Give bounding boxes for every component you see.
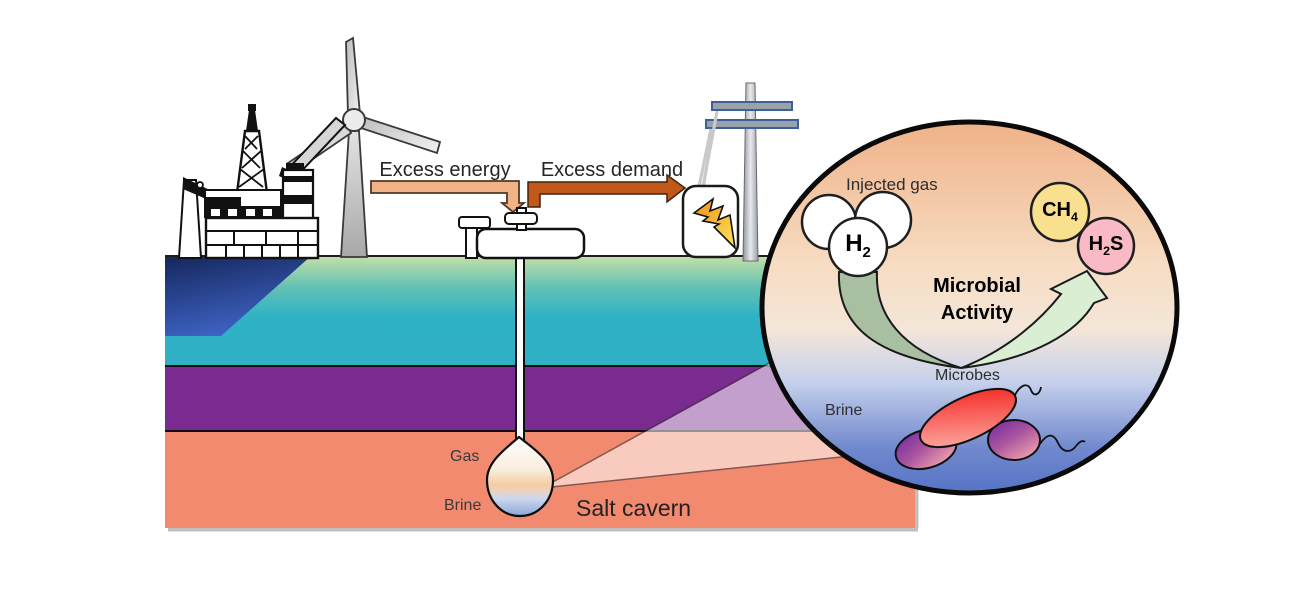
electricity-demand-box	[681, 184, 740, 259]
cavern-gas-label: Gas	[450, 448, 480, 465]
lightning-bolt-icon	[692, 197, 737, 251]
h2-label: H2	[828, 230, 888, 261]
excess-energy-arrow	[370, 180, 527, 214]
h2s-symbol: H	[1088, 233, 1104, 255]
salt-cavern-shape	[485, 435, 555, 518]
h2s-bubble	[1076, 216, 1136, 276]
h2s-subscript: 2	[1103, 244, 1110, 258]
ch4-symbol: CH	[1042, 199, 1071, 221]
microbial-activity-line1: Microbial	[933, 275, 1021, 297]
microbe-cells-icon	[894, 384, 1086, 471]
ch4-subscript: 4	[1070, 210, 1078, 224]
microbial-activity-line2: Activity	[940, 302, 1014, 324]
ch4-bubble	[1029, 181, 1091, 243]
transmission-tower-icon	[697, 82, 799, 262]
cavern-brine-label: Brine	[444, 497, 482, 514]
well-pipe	[515, 249, 525, 446]
gas-production-arrow	[960, 269, 1109, 369]
microbial-activity-inset	[759, 119, 1180, 496]
red-microbe	[919, 387, 1017, 449]
power-wire	[697, 128, 713, 188]
h2-subscript: 2	[862, 244, 871, 261]
injected-gas-label: Injected gas	[846, 175, 938, 194]
inset-brine-label: Brine	[825, 402, 863, 419]
h2-symbol: H	[845, 230, 863, 257]
wellhead-icon	[458, 207, 586, 260]
excess-energy-label: Excess energy	[379, 159, 511, 181]
h2-bubbles-icon	[800, 190, 913, 278]
microbes-label: Microbes	[935, 367, 1000, 384]
excess-demand-label: Excess demand	[540, 159, 684, 181]
salt-cavern-label: Salt cavern	[576, 495, 692, 521]
purple-microbe	[987, 419, 1041, 461]
power-wire	[701, 110, 719, 190]
flagellum	[1039, 434, 1086, 452]
flagellum	[1013, 384, 1042, 398]
ch4-label: CH4	[1030, 199, 1090, 224]
h2s-label: H2S	[1088, 233, 1124, 258]
oil-platform-icon	[177, 104, 347, 260]
sea	[165, 256, 311, 336]
excess-demand-arrow	[527, 173, 687, 208]
microbial-activity-label: Microbial Activity	[900, 273, 1054, 327]
